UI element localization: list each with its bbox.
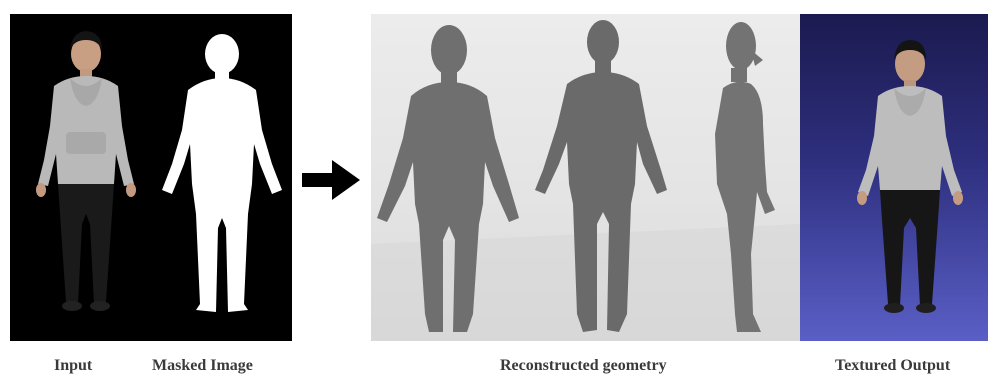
textured-person: [857, 40, 963, 313]
geometry-illustration: [371, 14, 800, 341]
textured-output-panel: [800, 14, 988, 341]
textured-output-render: [800, 14, 988, 341]
input-person-photo: [36, 31, 136, 311]
reconstructed-geometry-panel: [371, 14, 800, 341]
caption-input: Input: [54, 357, 92, 375]
caption-textured-output: Textured Output: [835, 357, 950, 375]
input-masked-illustration: [10, 14, 292, 341]
input-masked-panel: [10, 14, 292, 341]
caption-masked-image: Masked Image: [152, 357, 253, 375]
right-arrow-icon: [302, 160, 360, 200]
caption-reconstructed-geometry: Reconstructed geometry: [500, 357, 667, 375]
masked-silhouette: [162, 34, 282, 312]
